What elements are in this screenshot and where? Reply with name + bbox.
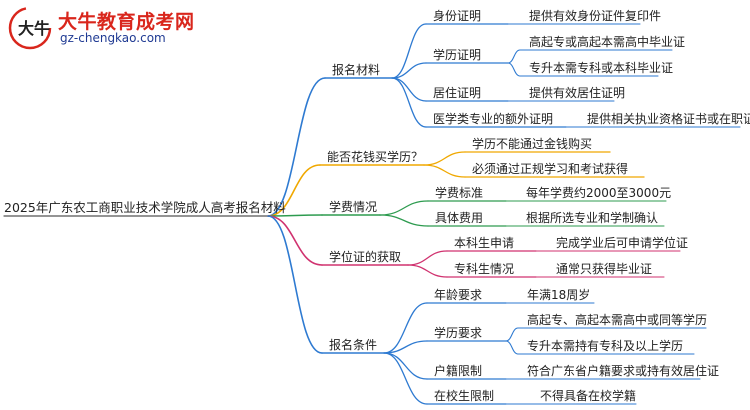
edge-node-4-1-leaf-0: [505, 327, 519, 342]
leaf-undergrad: 完成学业后可申请学位证: [556, 236, 689, 250]
edge-node-0-1-leaf-0: [507, 49, 521, 64]
node-junior-college: 专科生情况: [454, 262, 515, 276]
edge-branch-4-node-0: [383, 302, 428, 354]
node-edu-proof: 学历证明: [433, 48, 482, 62]
leaf-medical-proof: 提供相关执业资格证书或在职证明: [587, 112, 750, 126]
node-tuition-detail: 具体费用: [435, 211, 484, 225]
edge-root-branch-4: [267, 215, 323, 354]
leaf-edu-proof-1: 高起专或高起本需高中毕业证: [529, 35, 686, 49]
edge-branch-1-node-0: [423, 151, 466, 166]
edge-branch-4-node-2: [383, 352, 428, 380]
node-medical-proof: 医学类专业的额外证明: [433, 112, 554, 126]
leaf-edu-requirement-2: 专升本需持有专科及以上学历: [527, 339, 684, 353]
edge-root-branch-3: [267, 215, 323, 266]
edge-branch-0-node-0: [391, 23, 427, 79]
node-enrolled: 在校生限制: [434, 389, 495, 403]
node-household: 户籍限制: [434, 364, 483, 378]
leaf-edu-requirement-1: 高起专、高起本需高中或同等学历: [527, 313, 708, 327]
leaf-id-proof: 提供有效身份证件复印件: [529, 9, 662, 23]
edge-branch-3-node-0: [407, 250, 448, 266]
node-cannot-buy: 学历不能通过金钱购买: [472, 137, 593, 151]
edge-node-0-1-leaf-1: [507, 62, 521, 77]
edge-branch-4-node-1: [383, 340, 428, 354]
node-undergrad: 本科生申请: [454, 236, 515, 250]
node-residence-proof: 居住证明: [433, 86, 482, 100]
edge-node-4-1-leaf-1: [505, 340, 519, 355]
edge-branch-3-node-1: [407, 264, 448, 278]
branch-tuition: 学费情况: [329, 200, 378, 214]
edge-branch-4-node-3: [383, 352, 428, 405]
node-age: 年龄要求: [434, 288, 483, 302]
logo-mark-icon: 大牛: [8, 6, 52, 50]
edge-root-branch-2: [267, 214, 323, 217]
edge-branch-0-node-3: [391, 77, 427, 128]
edge-root-branch-1: [267, 164, 321, 217]
logo-name: 大牛教育成考网: [58, 11, 195, 33]
leaf-household: 符合广东省户籍要求或持有效居住证: [527, 364, 720, 378]
site-logo: 大牛 大牛教育成考网 gz-chengkao.com: [6, 4, 206, 52]
edge-root-branch-0: [267, 77, 326, 217]
branch-buy-degree: 能否花钱买学历？: [327, 150, 424, 164]
logo-mark-text: 大牛: [18, 19, 50, 38]
node-edu-requirement: 学历要求: [434, 326, 483, 340]
leaf-tuition-detail: 根据所选专业和学制确认: [526, 211, 659, 225]
leaf-enrolled: 不得具备在校学籍: [540, 389, 637, 403]
edge-branch-0-node-2: [391, 77, 427, 102]
leaf-tuition-standard: 每年学费约2000至3000元: [526, 186, 672, 200]
branch-degree-cert: 学位证的获取: [329, 250, 402, 264]
logo-url: gz-chengkao.com: [60, 31, 166, 45]
branch-requirements: 报名条件: [329, 338, 378, 352]
edge-branch-2-node-1: [379, 214, 429, 227]
mindmap-root: 2025年广东农工商职业技术学院成人高考报名材料: [4, 200, 286, 215]
edge-branch-0-node-1: [391, 62, 427, 79]
leaf-age: 年满18周岁: [527, 288, 591, 302]
node-tuition-standard: 学费标准: [435, 186, 484, 200]
branch-materials: 报名材料: [332, 63, 381, 77]
edge-branch-2-node-0: [379, 200, 429, 216]
node-must-study: 必须通过正规学习和考试获得: [472, 162, 629, 176]
leaf-junior-college: 通常只获得毕业证: [556, 262, 653, 276]
leaf-residence-proof: 提供有效居住证明: [529, 86, 626, 100]
node-id-proof: 身份证明: [433, 9, 482, 23]
edge-branch-1-node-1: [423, 164, 466, 178]
leaf-edu-proof-2: 专升本需专科或本科毕业证: [529, 61, 674, 75]
